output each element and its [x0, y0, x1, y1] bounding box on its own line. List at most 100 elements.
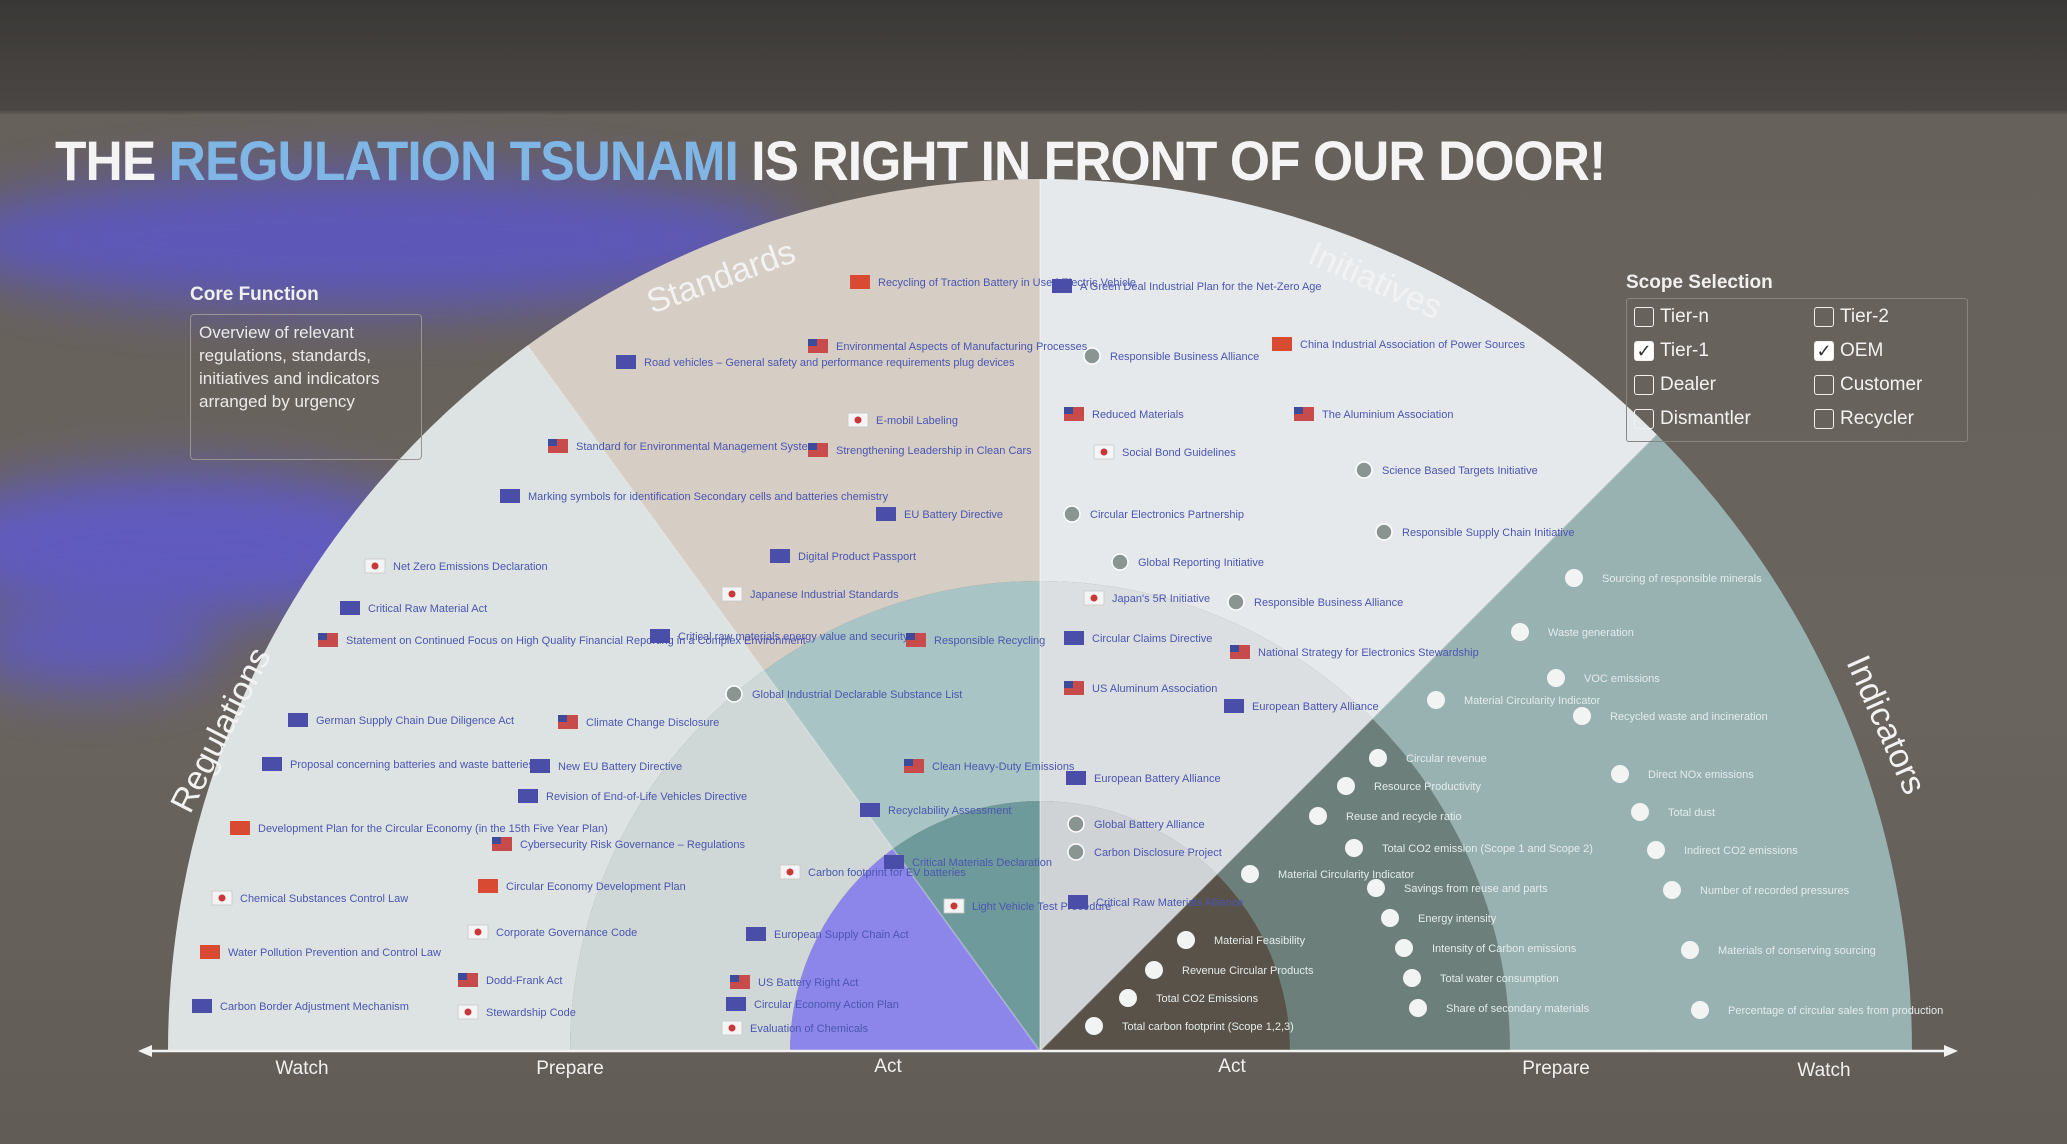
- diagram-item[interactable]: Percentage of circular sales from produc…: [1691, 1001, 1943, 1019]
- checkbox-unchecked-icon[interactable]: [1634, 375, 1654, 395]
- diagram-item[interactable]: Responsible Business Alliance: [1227, 593, 1403, 611]
- diagram-item[interactable]: Global Industrial Declarable Substance L…: [725, 685, 962, 703]
- diagram-item[interactable]: Net Zero Emissions Declaration: [364, 558, 548, 574]
- diagram-item[interactable]: US Battery Right Act: [730, 975, 858, 989]
- diagram-item[interactable]: Chemical Substances Control Law: [211, 890, 408, 906]
- diagram-item[interactable]: Total CO2 Emissions: [1119, 989, 1259, 1007]
- diagram-item[interactable]: Waste generation: [1511, 623, 1634, 641]
- diagram-item[interactable]: China Industrial Association of Power So…: [1272, 337, 1526, 351]
- diagram-item[interactable]: US Aluminum Association: [1064, 681, 1217, 695]
- diagram-item[interactable]: Critical Raw Material Act: [340, 601, 487, 615]
- diagram-item[interactable]: Stewardship Code: [457, 1004, 576, 1020]
- diagram-item[interactable]: Science Based Targets Initiative: [1355, 461, 1538, 479]
- diagram-item[interactable]: Savings from reuse and parts: [1367, 879, 1548, 897]
- scope-option[interactable]: Recycler: [1814, 408, 1914, 430]
- diagram-item[interactable]: German Supply Chain Due Diligence Act: [288, 713, 514, 727]
- diagram-item[interactable]: Carbon footprint for EV batteries: [779, 864, 966, 880]
- diagram-item[interactable]: Circular Economy Action Plan: [726, 997, 899, 1011]
- diagram-item[interactable]: Corporate Governance Code: [467, 924, 637, 940]
- diagram-item[interactable]: Energy intensity: [1381, 909, 1497, 927]
- diagram-item[interactable]: Circular Electronics Partnership: [1063, 505, 1244, 523]
- diagram-item[interactable]: Development Plan for the Circular Econom…: [230, 821, 608, 835]
- scope-option[interactable]: Dismantler: [1634, 408, 1751, 430]
- diagram-item[interactable]: Dodd-Frank Act: [458, 973, 562, 987]
- diagram-item[interactable]: Strengthening Leadership in Clean Cars: [808, 443, 1032, 457]
- diagram-item[interactable]: Clean Heavy-Duty Emissions: [904, 759, 1075, 773]
- diagram-item[interactable]: Water Pollution Prevention and Control L…: [200, 945, 441, 959]
- diagram-item[interactable]: Responsible Supply Chain Initiative: [1375, 523, 1574, 541]
- diagram-item[interactable]: Material Circularity Indicator: [1427, 691, 1601, 709]
- checkbox-checked-icon[interactable]: ✓: [1814, 341, 1834, 361]
- diagram-item[interactable]: Circular Economy Development Plan: [478, 879, 686, 893]
- wedge-init-act: [1040, 801, 1217, 1051]
- diagram-item[interactable]: Social Bond Guidelines: [1093, 444, 1236, 460]
- diagram-item[interactable]: Digital Product Passport: [770, 549, 916, 563]
- diagram-item[interactable]: European Battery Alliance: [1066, 771, 1221, 785]
- diagram-item[interactable]: Reduced Materials: [1064, 407, 1184, 421]
- diagram-item[interactable]: Reuse and recycle ratio: [1309, 807, 1462, 825]
- checkbox-unchecked-icon[interactable]: [1814, 375, 1834, 395]
- diagram-item-label: Total dust: [1668, 807, 1715, 819]
- diagram-item[interactable]: The Aluminium Association: [1294, 407, 1453, 421]
- checkbox-unchecked-icon[interactable]: [1814, 307, 1834, 327]
- checkbox-unchecked-icon[interactable]: [1634, 307, 1654, 327]
- diagram-item[interactable]: Direct NOx emissions: [1611, 765, 1754, 783]
- diagram-item[interactable]: Responsible Business Alliance: [1083, 347, 1259, 365]
- diagram-item[interactable]: Environmental Aspects of Manufacturing P…: [808, 339, 1088, 353]
- diagram-item[interactable]: Total CO2 emission (Scope 1 and Scope 2): [1345, 839, 1593, 857]
- diagram-item[interactable]: Global Battery Alliance: [1067, 815, 1205, 833]
- diagram-item[interactable]: European Battery Alliance: [1224, 699, 1379, 713]
- diagram-item[interactable]: Recyclability Assessment: [860, 803, 1012, 817]
- scope-option[interactable]: Tier-n: [1634, 306, 1709, 328]
- diagram-item[interactable]: Marking symbols for identification Secon…: [500, 489, 889, 503]
- diagram-item[interactable]: National Strategy for Electronics Stewar…: [1230, 645, 1479, 659]
- diagram-item[interactable]: Carbon Border Adjustment Mechanism: [192, 999, 409, 1013]
- diagram-item[interactable]: Total water consumption: [1403, 969, 1559, 987]
- diagram-item[interactable]: Share of secondary materials: [1409, 999, 1590, 1017]
- diagram-item[interactable]: Responsible Recycling: [906, 633, 1045, 647]
- diagram-item[interactable]: A Green Deal Industrial Plan for the Net…: [1052, 279, 1322, 293]
- diagram-item[interactable]: Standard for Environmental Management Sy…: [548, 439, 823, 453]
- diagram-item[interactable]: Statement on Continued Focus on High Qua…: [318, 633, 806, 647]
- diagram-item[interactable]: E-mobil Labeling: [847, 412, 958, 428]
- diagram-item[interactable]: Total dust: [1631, 803, 1715, 821]
- checkbox-checked-icon[interactable]: ✓: [1634, 341, 1654, 361]
- scope-option[interactable]: Dealer: [1634, 374, 1716, 396]
- diagram-item[interactable]: Critical Raw Materials Alliance: [1068, 895, 1243, 909]
- diagram-item[interactable]: European Supply Chain Act: [746, 927, 909, 941]
- diagram-item[interactable]: VOC emissions: [1547, 669, 1660, 687]
- scope-option[interactable]: ✓OEM: [1814, 340, 1883, 362]
- scope-option[interactable]: Customer: [1814, 374, 1922, 396]
- diagram-item[interactable]: Revenue Circular Products: [1145, 961, 1314, 979]
- diagram-item[interactable]: EU Battery Directive: [876, 507, 1003, 521]
- checkbox-unchecked-icon[interactable]: [1634, 409, 1654, 429]
- diagram-item[interactable]: Number of recorded pressures: [1663, 881, 1850, 899]
- diagram-item[interactable]: Cybersecurity Risk Governance – Regulati…: [492, 837, 745, 851]
- checkbox-unchecked-icon[interactable]: [1814, 409, 1834, 429]
- diagram-item[interactable]: Resource Productivity: [1337, 777, 1481, 795]
- diagram-item[interactable]: New EU Battery Directive: [530, 759, 682, 773]
- diagram-item[interactable]: Sourcing of responsible minerals: [1565, 569, 1762, 587]
- diagram-item[interactable]: Evaluation of Chemicals: [721, 1020, 869, 1036]
- diagram-item[interactable]: Material Feasibility: [1177, 931, 1306, 949]
- diagram-item[interactable]: Road vehicles – General safety and perfo…: [616, 355, 1015, 369]
- diagram-item[interactable]: Intensity of Carbon emissions: [1395, 939, 1577, 957]
- diagram-item[interactable]: Japan's 5R Initiative: [1083, 590, 1210, 606]
- diagram-item[interactable]: Global Reporting Initiative: [1111, 553, 1264, 571]
- diagram-item[interactable]: Critical raw materials energy value and …: [650, 629, 909, 643]
- diagram-item[interactable]: Indirect CO2 emissions: [1647, 841, 1798, 859]
- diagram-item[interactable]: Material Circularity Indicator: [1241, 865, 1415, 883]
- diagram-item[interactable]: Total carbon footprint (Scope 1,2,3): [1085, 1017, 1294, 1035]
- diagram-item[interactable]: Circular revenue: [1369, 749, 1487, 767]
- scope-option[interactable]: Tier-2: [1814, 306, 1889, 328]
- diagram-item[interactable]: Revision of End-of-Life Vehicles Directi…: [518, 789, 747, 803]
- diagram-item[interactable]: Recycled waste and incineration: [1573, 707, 1768, 725]
- diagram-item[interactable]: Carbon Disclosure Project: [1067, 843, 1222, 861]
- scope-option[interactable]: ✓Tier-1: [1634, 340, 1709, 362]
- diagram-item[interactable]: Japanese Industrial Standards: [721, 586, 899, 602]
- diagram-item[interactable]: Proposal concerning batteries and waste …: [262, 757, 534, 771]
- diagram-item[interactable]: Critical Materials Declaration: [884, 855, 1052, 869]
- diagram-item[interactable]: Materials of conserving sourcing: [1681, 941, 1876, 959]
- diagram-item[interactable]: Climate Change Disclosure: [558, 715, 719, 729]
- diagram-item[interactable]: Circular Claims Directive: [1064, 631, 1212, 645]
